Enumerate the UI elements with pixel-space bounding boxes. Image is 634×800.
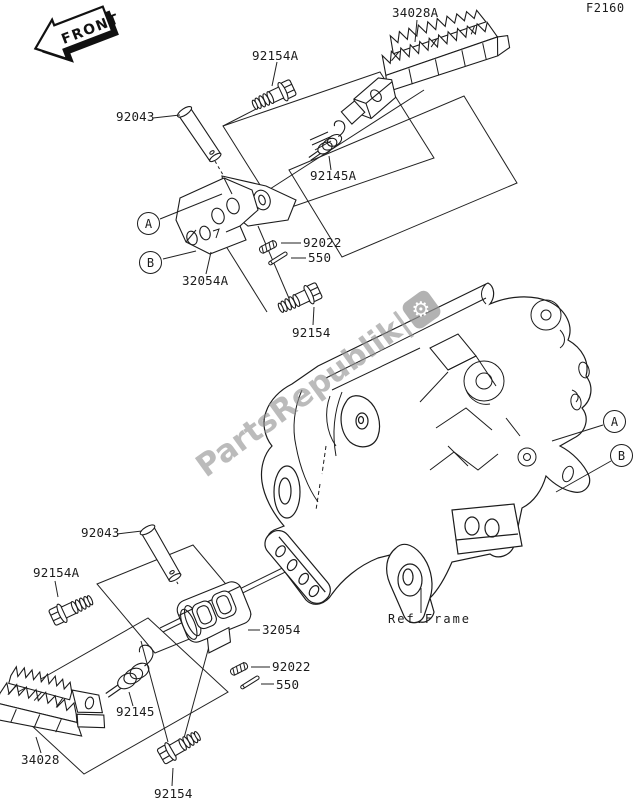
- front-arrow-icon: FRONT: [28, 0, 122, 63]
- part-label-spring-pin-bottom: 92022: [272, 659, 311, 674]
- bolt-top-drawing: [274, 280, 324, 319]
- view-marker-a-left: A: [137, 212, 160, 235]
- part-label-spring-top: 92145A: [310, 168, 357, 183]
- view-marker-b-left: B: [139, 251, 162, 274]
- footpeg-top-drawing: [323, 0, 519, 127]
- part-label-bracket-top: 32054A: [182, 273, 229, 288]
- page-code: F2160: [586, 1, 625, 15]
- view-marker-b-right: B: [610, 444, 633, 467]
- part-label-spring-bottom: 92145: [116, 704, 155, 719]
- leader-lines: [36, 20, 611, 786]
- part-label-bolt-bottom: 92154: [154, 786, 193, 800]
- bracket-top-drawing: [176, 176, 296, 254]
- view-marker-a-right: A: [603, 410, 626, 433]
- bolt-bottom-drawing: [155, 725, 205, 767]
- part-label-pin-top: 92043: [116, 109, 155, 124]
- bracket-bottom-drawing: [174, 579, 259, 658]
- spring-pin-bottom-drawing: [228, 660, 250, 678]
- part-label-bolt-bottom-a: 92154A: [33, 565, 80, 580]
- part-label-spring-pin-top: 92022: [303, 235, 342, 250]
- spring-pin-top-drawing: [257, 238, 279, 256]
- part-label-bracket-bottom: 32054: [262, 622, 301, 637]
- pin-bottom-drawing: [138, 522, 184, 585]
- spring-bottom-drawing: [105, 644, 154, 698]
- part-label-cotter-pin-bottom: 550: [276, 677, 300, 692]
- part-label-bolt-top-a: 92154A: [252, 48, 299, 63]
- part-label-footpeg-bottom: 34028: [21, 752, 60, 767]
- pin-top-drawing: [175, 104, 225, 165]
- cotter-pin-bottom-drawing: [239, 674, 261, 691]
- part-label-pin-bottom: 92043: [81, 525, 120, 540]
- frame-drawing: [260, 283, 591, 623]
- bolt-bottom-a-drawing: [47, 589, 97, 628]
- footpeg-bottom-drawing: [0, 662, 114, 747]
- part-label-cotter-pin-top: 550: [308, 250, 332, 265]
- part-label-footpeg-top: 34028A: [392, 5, 439, 20]
- part-label-bolt-top: 92154: [292, 325, 331, 340]
- ref-frame-label: Ref.Frame: [388, 612, 472, 626]
- cotter-pin-top-drawing: [267, 250, 289, 267]
